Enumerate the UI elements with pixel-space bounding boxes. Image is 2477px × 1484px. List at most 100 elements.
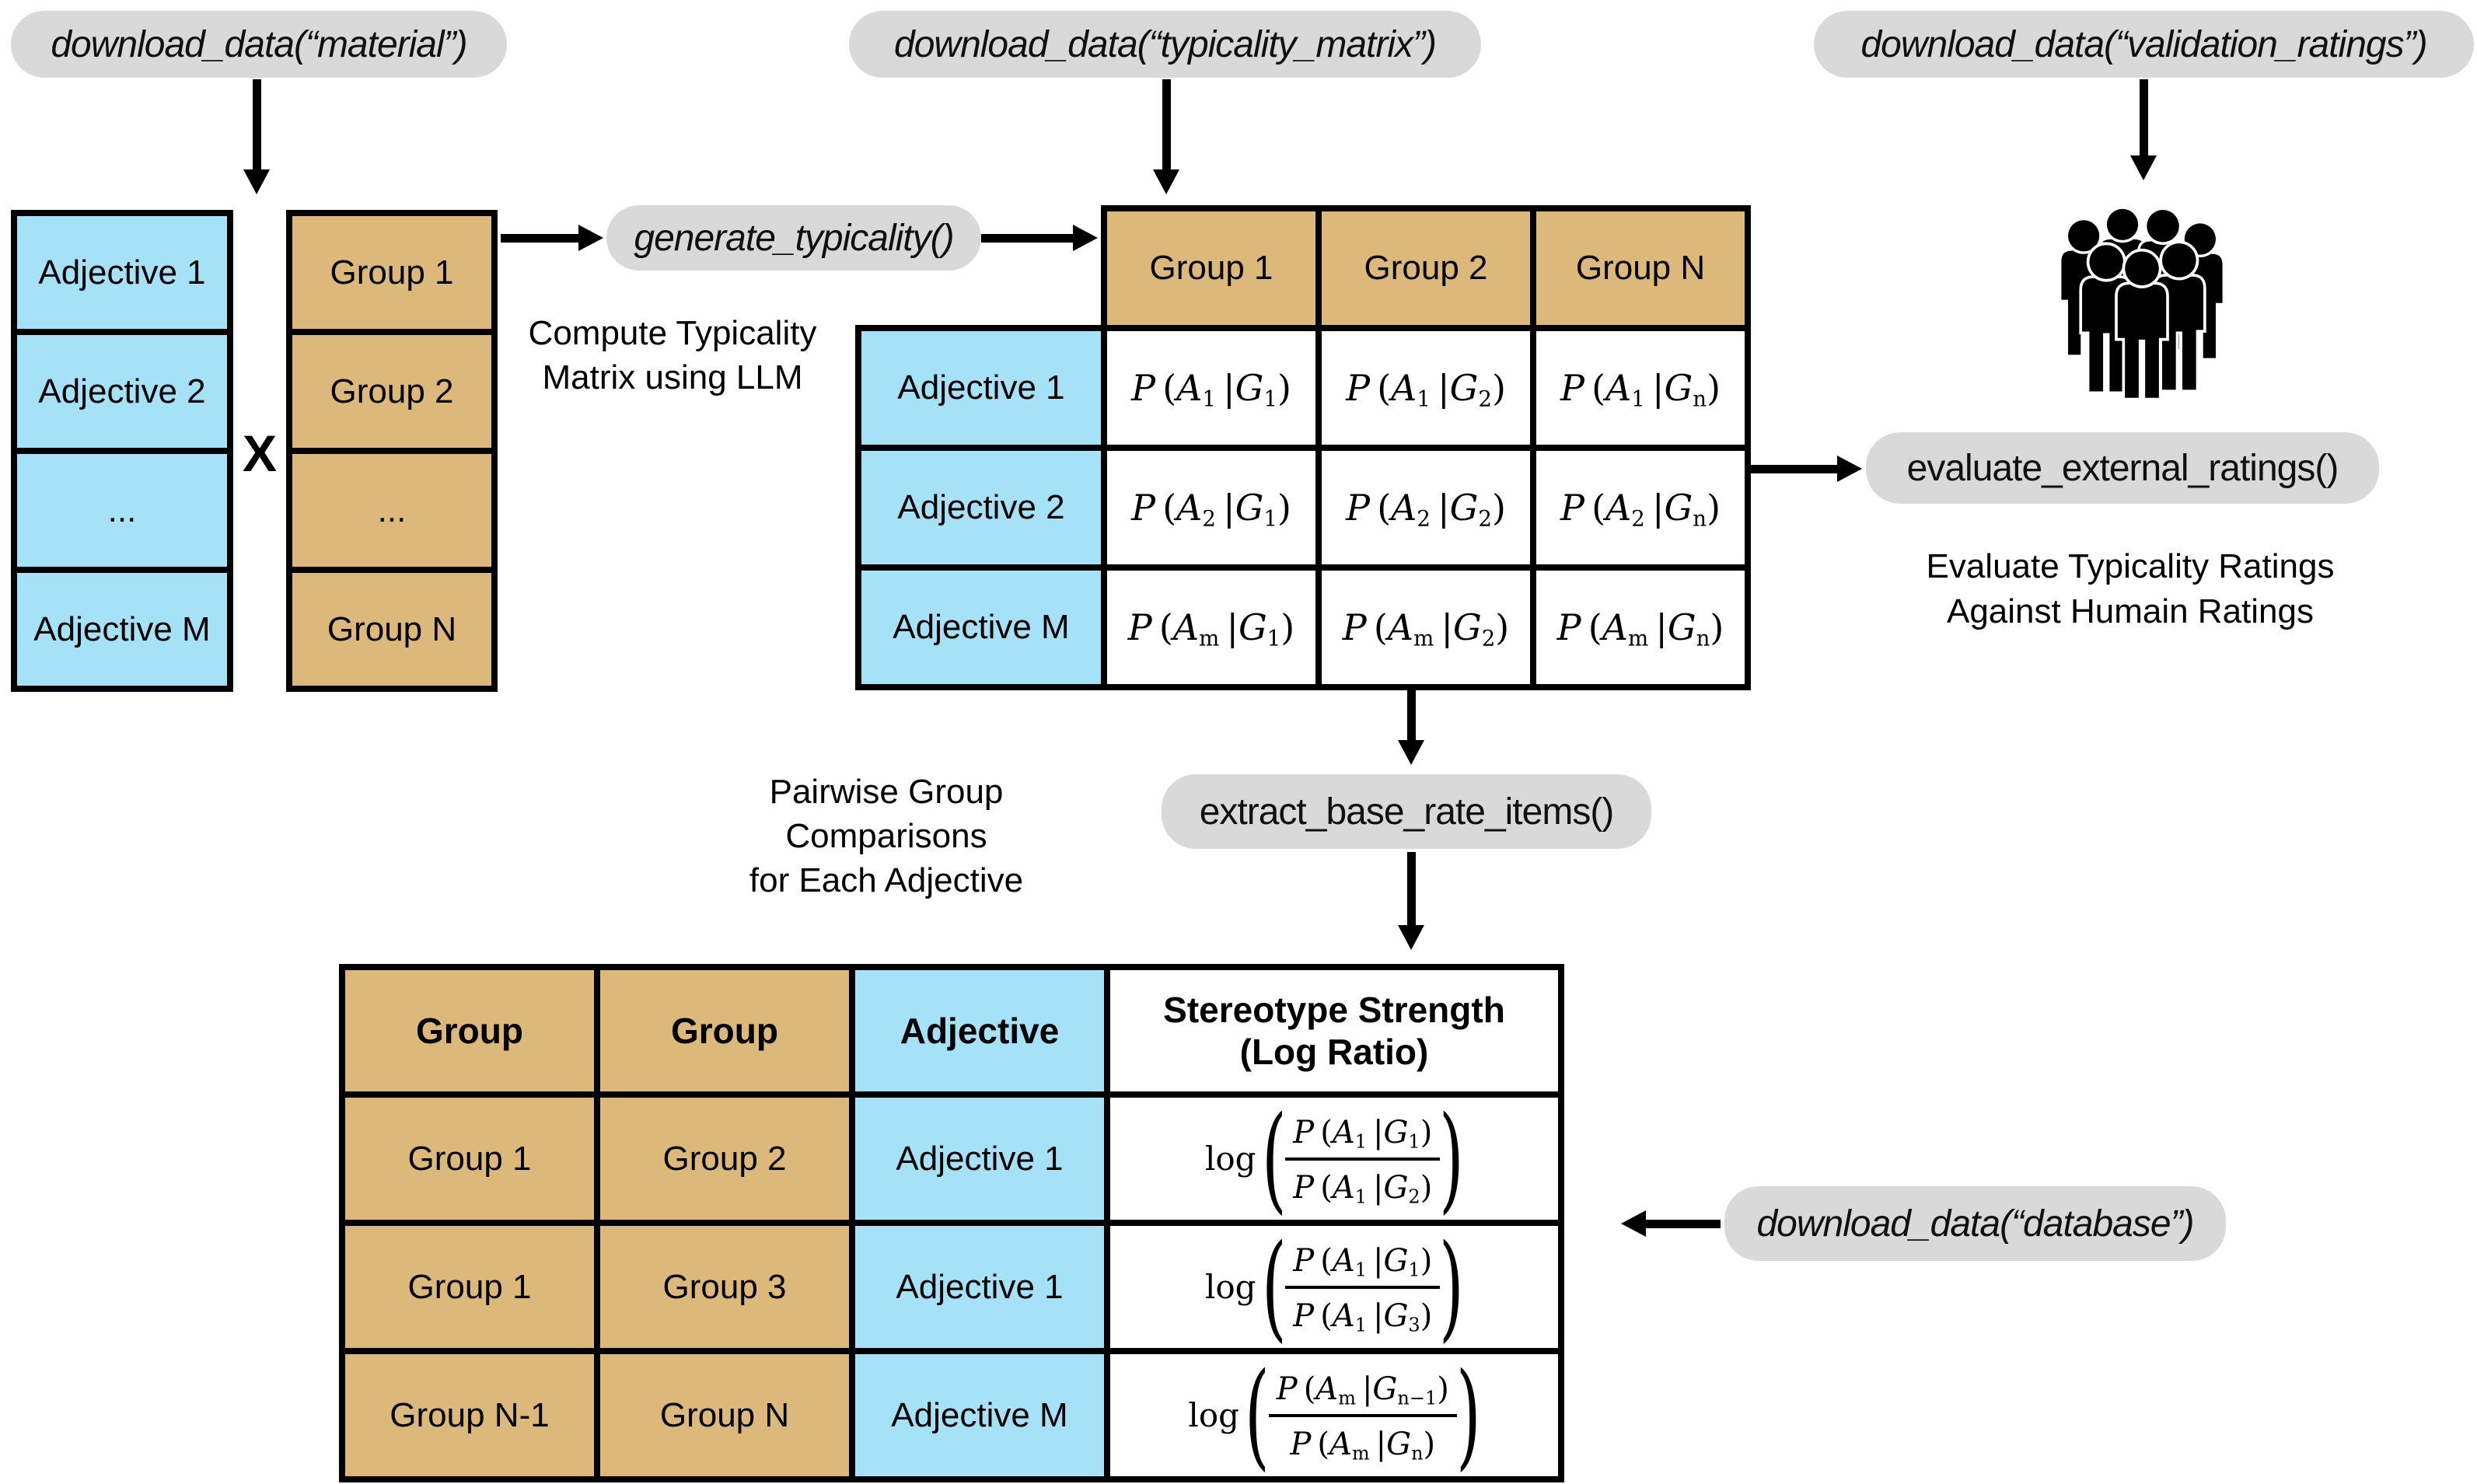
close-paren: ) xyxy=(1439,1091,1465,1225)
fraction-numerator: P (Am |Gn−1) xyxy=(1268,1367,1457,1418)
matrix-cell: P (A2 |G2) xyxy=(1315,445,1536,571)
fraction: P (A1 |G1) P (A1 |G3) xyxy=(1285,1238,1441,1335)
probability-formula: P (A2 |G1) xyxy=(1131,487,1291,532)
fraction-denominator: P (A1 |G3) xyxy=(1293,1289,1432,1335)
note-evaluate-ratings: Evaluate Typicality Ratings Against Huma… xyxy=(1926,547,2335,630)
probability-formula: P (A1 |G1) xyxy=(1293,1243,1433,1282)
arrow-database-to-table xyxy=(1643,1220,1721,1228)
arrow-extract-to-table xyxy=(1407,852,1416,927)
matrix-row: Adjective 2 P (A2 |G1) P (A2 |G2) P (A2 |Gn… xyxy=(855,445,1751,571)
log-ratio-formula: log(P (Am |Gn−1) P (Am |Gn)) xyxy=(1110,1347,1558,1482)
close-paren: ) xyxy=(1439,1219,1465,1353)
list-item-adjective: ... xyxy=(17,454,227,573)
matrix-column-header: Group N xyxy=(1530,205,1751,331)
log-operator: log xyxy=(1204,1267,1256,1306)
probability-formula: P (A1 |G1) xyxy=(1293,1115,1433,1154)
matrix-column-header: Group 1 xyxy=(1101,205,1322,331)
pill-download-validation-ratings: download_data(“validation_ratings”) xyxy=(1814,11,2474,78)
matrix-row-header: Adjective 1 xyxy=(855,325,1107,451)
cell-adjective: Adjective M xyxy=(849,1348,1110,1482)
arrowhead xyxy=(2130,155,2157,180)
open-paren: ( xyxy=(1261,1219,1287,1353)
pill-download-typicality-matrix: download_data(“typicality_matrix”) xyxy=(849,11,1481,78)
probability-formula: P (A1 |G2) xyxy=(1293,1170,1433,1209)
pill-generate-typicality: generate_typicality() xyxy=(606,205,981,271)
header-group-b: Group xyxy=(594,964,855,1098)
fraction-numerator: P (A1 |G1) xyxy=(1285,1110,1441,1161)
open-paren: ( xyxy=(1245,1347,1270,1482)
cell-group-a: Group N-1 xyxy=(339,1348,600,1482)
matrix-column-header: Group 2 xyxy=(1315,205,1536,331)
arrowhead xyxy=(1621,1210,1646,1237)
cell-group-a: Group 1 xyxy=(339,1091,600,1226)
arrow-material-down xyxy=(253,79,261,171)
close-paren: ) xyxy=(1455,1347,1481,1482)
cell-log-ratio: log(P (A1 |G1) P (A1 |G3)) xyxy=(1104,1219,1564,1354)
probability-formula: P (Am |G1) xyxy=(1127,606,1295,651)
fraction-numerator: P (A1 |G1) xyxy=(1285,1238,1441,1290)
matrix-cell: P (A1 |Gn) xyxy=(1530,325,1751,451)
header-group-a: Group xyxy=(339,964,600,1098)
pill-evaluate-external-ratings: evaluate_external_ratings() xyxy=(1866,432,2379,504)
list-item-adjective: Adjective M xyxy=(17,573,227,686)
cell-group-a: Group 1 xyxy=(339,1220,600,1354)
list-item-group: Group 1 xyxy=(292,216,491,335)
arrow-typicality-down xyxy=(1162,79,1171,171)
list-item-adjective: Adjective 2 xyxy=(17,335,227,454)
probability-formula: P (A2 |Gn) xyxy=(1560,487,1721,532)
header-stereotype-strength: Stereotype Strength (Log Ratio) xyxy=(1104,964,1564,1098)
matrix-row-header: Adjective 2 xyxy=(855,445,1107,571)
log-operator: log xyxy=(1204,1139,1256,1178)
probability-formula: P (Am |G2) xyxy=(1342,606,1510,651)
list-item-adjective: Adjective 1 xyxy=(17,216,227,335)
probability-formula: P (A2 |G2) xyxy=(1346,487,1506,532)
cell-adjective: Adjective 1 xyxy=(849,1091,1110,1226)
matrix-cell: P (A1 |G2) xyxy=(1315,325,1536,451)
cell-adjective: Adjective 1 xyxy=(849,1220,1110,1354)
arrowhead xyxy=(1398,925,1424,950)
probability-formula: P (Am |Gn−1) xyxy=(1276,1371,1449,1410)
fraction: P (A1 |G1) P (A1 |G2) xyxy=(1285,1110,1441,1206)
probability-formula: P (A1 |G2) xyxy=(1346,367,1506,412)
matrix-cell: P (A2 |Gn) xyxy=(1530,445,1751,571)
arrow-matrix-to-evaluate xyxy=(1748,465,1837,473)
log-operator: log xyxy=(1188,1395,1240,1434)
probability-formula: P (Am |Gn) xyxy=(1556,606,1724,651)
arrowhead xyxy=(1153,169,1179,194)
matrix-cell: P (Am |G2) xyxy=(1315,564,1536,690)
pill-download-database: download_data(“database”) xyxy=(1724,1186,2226,1261)
fraction: P (Am |Gn−1) P (Am |Gn) xyxy=(1268,1367,1457,1463)
matrix-cell: P (Am |G1) xyxy=(1101,564,1322,690)
probability-formula: P (A1 |G3) xyxy=(1293,1298,1433,1337)
arrowhead xyxy=(1398,740,1424,765)
pill-extract-base-rate-items: extract_base_rate_items() xyxy=(1162,774,1651,849)
arrowhead xyxy=(578,225,603,251)
note-pairwise-comparisons: Pairwise Group Comparisons for Each Adje… xyxy=(749,773,1024,899)
arrow-generate-to-matrix xyxy=(981,234,1073,243)
matrix-cell: P (Am |Gn) xyxy=(1530,564,1751,690)
arrowhead xyxy=(1837,456,1862,482)
header-adjective: Adjective xyxy=(849,964,1110,1098)
cell-group-b: Group N xyxy=(594,1348,855,1482)
cell-log-ratio: log(P (A1 |G1)P (A1 |G2)) xyxy=(1104,1091,1564,1226)
pill-download-material: download_data(“material”) xyxy=(11,11,507,78)
matrix-row-header: Adjective M xyxy=(855,564,1107,690)
arrow-groups-to-generate xyxy=(501,234,578,243)
matrix-cell: P (A2 |G1) xyxy=(1101,445,1322,571)
people-icon xyxy=(2049,201,2235,403)
fraction-denominator: P (Am |Gn) xyxy=(1290,1417,1435,1463)
note-compute-typicality: Compute Typicality Matrix using LLM xyxy=(528,314,817,396)
arrowhead xyxy=(1073,225,1098,251)
fraction-denominator: P (A1 |G2) xyxy=(1293,1161,1432,1206)
cell-group-b: Group 2 xyxy=(594,1091,855,1226)
cell-log-ratio: log(P (Am |Gn−1) P (Am |Gn)) xyxy=(1104,1347,1564,1482)
cell-group-b: Group 3 xyxy=(594,1220,855,1354)
